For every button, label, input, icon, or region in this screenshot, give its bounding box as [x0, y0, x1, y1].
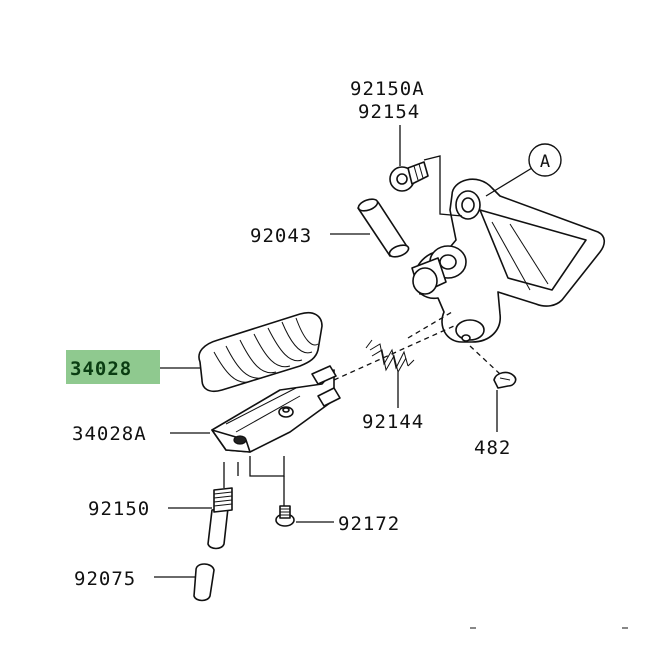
callout-a-circle [528, 143, 562, 177]
cap-92075 [193, 563, 215, 602]
label-34028-highlight [66, 350, 160, 384]
label-92043: 92043 [250, 225, 312, 247]
spring-92144 [365, 339, 415, 374]
footpeg-34028a [211, 365, 341, 453]
label-34028: 34028 [70, 358, 132, 380]
callout-a-label: A [540, 152, 550, 172]
label-92150a: 92150A [350, 78, 425, 100]
label-92150: 92150 [88, 498, 150, 520]
label-92172: 92172 [338, 513, 400, 535]
label-92144: 92144 [362, 411, 424, 433]
rubber-pad-34028 [198, 311, 323, 393]
clip-482 [493, 371, 517, 389]
bolt-92150a [389, 161, 429, 192]
screw-92172 [275, 505, 295, 527]
pin-92043 [357, 198, 447, 295]
label-92154: 92154 [358, 101, 420, 123]
label-482: 482 [474, 437, 511, 459]
leader-lines [154, 125, 533, 578]
pin-92150 [207, 487, 233, 550]
label-34028a: 34028A [72, 423, 147, 445]
label-92075: 92075 [74, 568, 136, 590]
footrest-bracket [413, 178, 606, 343]
